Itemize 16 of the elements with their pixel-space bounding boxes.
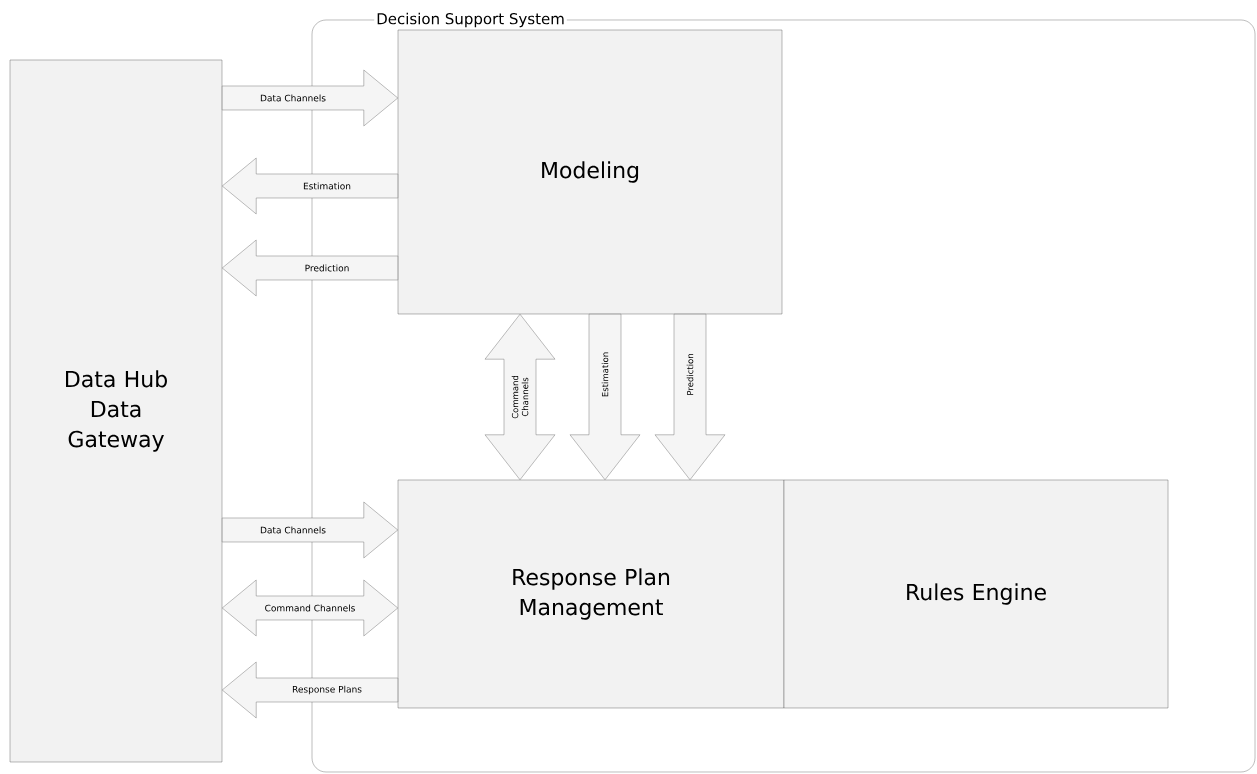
edge-label: Estimation bbox=[601, 352, 609, 397]
block-arrow bbox=[222, 69, 398, 127]
edge-label: Prediction bbox=[686, 354, 694, 395]
modeling-box: Modeling bbox=[397, 29, 783, 315]
block-arrow bbox=[569, 314, 641, 480]
hub-box: Data Hub Data Gateway bbox=[9, 59, 223, 763]
block-arrow bbox=[222, 239, 398, 297]
block-arrow bbox=[484, 314, 556, 480]
block-arrow bbox=[222, 157, 398, 215]
rules-box: Rules Engine bbox=[783, 479, 1169, 709]
plan-box: Response Plan Management bbox=[397, 479, 785, 709]
block-arrow bbox=[222, 579, 398, 637]
block-arrow bbox=[222, 661, 398, 719]
block-arrow bbox=[654, 314, 726, 480]
block-arrow bbox=[222, 501, 398, 559]
edge-label: Command Channels bbox=[511, 375, 529, 419]
